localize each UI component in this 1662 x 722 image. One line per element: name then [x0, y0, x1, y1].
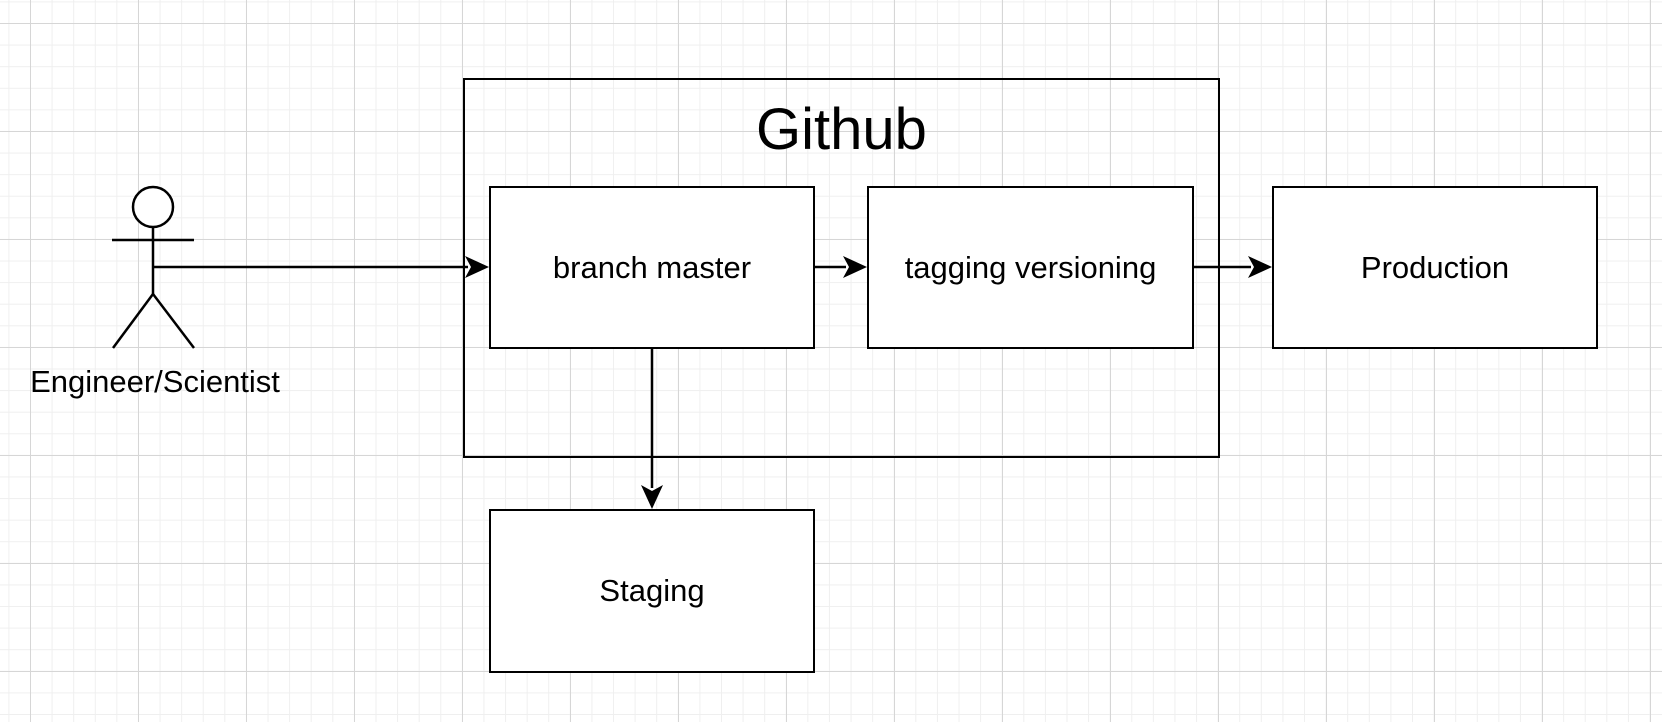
- actor-figure[interactable]: [111, 185, 195, 349]
- edge-actor-to-branch-master[interactable]: [153, 256, 489, 278]
- container-title: Github: [756, 97, 927, 162]
- node-label: tagging versioning: [904, 249, 1157, 285]
- node-label: Staging: [599, 573, 705, 608]
- node-staging[interactable]: Staging: [489, 509, 815, 673]
- node-tagging-versioning[interactable]: tagging versioning: [867, 186, 1194, 349]
- actor-leg-right: [152, 293, 195, 349]
- actor-leg-left: [111, 293, 155, 349]
- node-production[interactable]: Production: [1272, 186, 1598, 349]
- node-branch-master[interactable]: branch master: [489, 186, 815, 349]
- arrowhead: [641, 485, 663, 509]
- actor-label: Engineer/Scientist: [30, 364, 280, 399]
- node-label: branch master: [552, 249, 752, 285]
- edge-branch-master-to-staging[interactable]: [641, 349, 663, 509]
- arrowhead: [843, 256, 867, 278]
- node-label: Production: [1360, 249, 1510, 285]
- arrowhead: [465, 256, 489, 278]
- arrowhead: [1248, 256, 1272, 278]
- edge-tagging-to-production[interactable]: [1194, 256, 1272, 278]
- actor-head: [131, 185, 175, 229]
- edge-branch-master-to-tagging[interactable]: [815, 256, 867, 278]
